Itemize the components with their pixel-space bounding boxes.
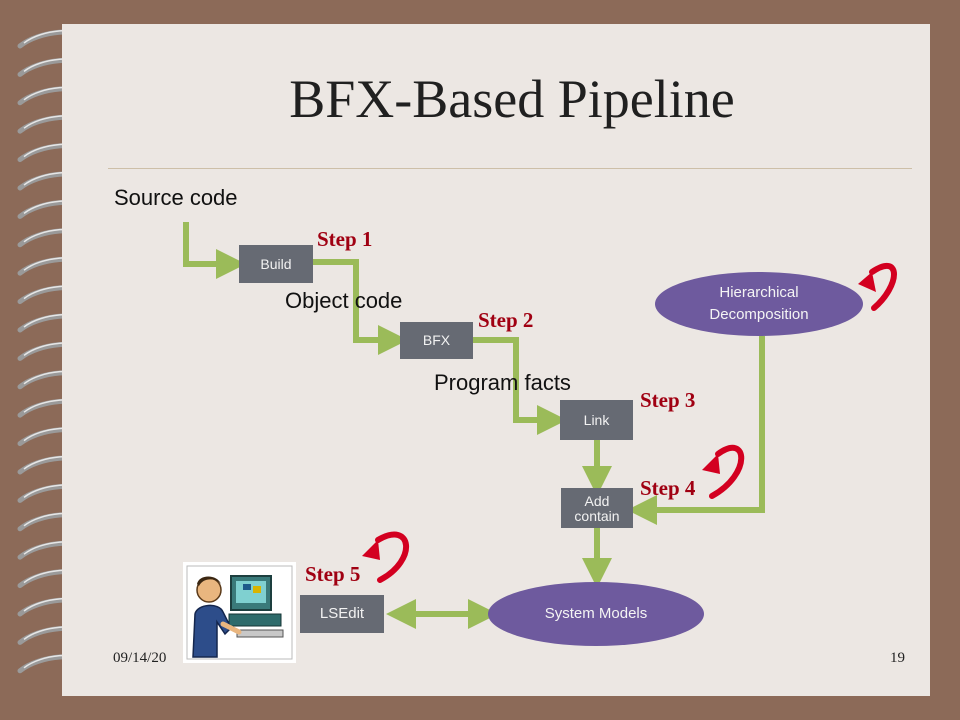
step-5-label: Step 5 xyxy=(305,562,361,586)
arrow-source-to-build xyxy=(183,222,246,279)
step-2-label: Step 2 xyxy=(478,308,534,332)
lsedit-box: LSEdit xyxy=(300,595,384,633)
loop-arrowhead-step5 xyxy=(362,540,380,560)
step4-loop-arrow-top xyxy=(869,263,897,311)
bfx-box: BFX xyxy=(400,322,473,359)
arrow-bfx-to-link xyxy=(473,337,567,435)
system-models-oval: System Models xyxy=(488,582,704,646)
footer-page-number: 19 xyxy=(890,650,905,666)
build-box: Build xyxy=(239,245,313,283)
arrow-hierarchical-to-add-contain xyxy=(627,336,765,525)
page-title: BFX-Based Pipeline xyxy=(289,69,735,129)
step-4-label: Step 4 xyxy=(640,476,696,500)
label-source-code: Source code xyxy=(114,185,238,210)
footer-date: 09/14/20 xyxy=(113,650,167,666)
user-computer-icon xyxy=(183,562,296,663)
label-program-facts: Program facts xyxy=(434,370,571,395)
arrow-build-to-bfx xyxy=(313,259,408,355)
add-contain-box: Add contain xyxy=(561,488,633,528)
step-3-label: Step 3 xyxy=(640,388,696,412)
step5-loop-arrow xyxy=(375,531,409,583)
step-1-label: Step 1 xyxy=(317,227,373,251)
link-box: Link xyxy=(560,400,633,440)
hierarchical-decomposition-oval: Hierarchical Decomposition xyxy=(655,272,863,336)
label-object-code: Object code xyxy=(285,288,403,313)
hierarchical-line1: Hierarchical xyxy=(719,284,799,302)
loop-arrowhead-top xyxy=(858,272,876,292)
hierarchical-line2: Decomposition xyxy=(709,306,809,323)
step4-loop-arrow-mid xyxy=(709,444,745,499)
title-divider xyxy=(108,168,912,169)
loop-arrowhead-mid xyxy=(702,454,720,474)
